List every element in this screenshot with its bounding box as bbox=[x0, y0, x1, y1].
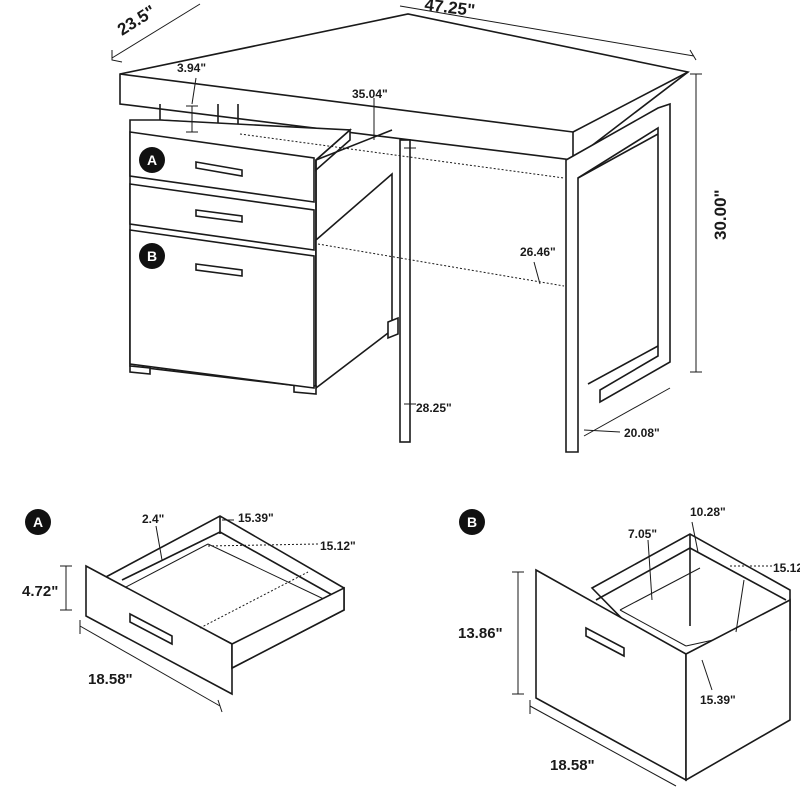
drawer-1-handle bbox=[195, 161, 243, 177]
drawer-b-depth-label: 15.12" bbox=[773, 561, 800, 575]
top-thickness-label: 3.94" bbox=[177, 61, 206, 75]
drawer-a-height-label: 4.72" bbox=[22, 583, 58, 600]
drawer-b-side-label: 7.05" bbox=[628, 527, 657, 541]
inner-width-label: 35.04" bbox=[352, 87, 388, 101]
drawer-a-front-width-label: 18.58" bbox=[88, 671, 133, 688]
svg-text:A: A bbox=[33, 514, 43, 530]
drawer-a-side-label: 2.4" bbox=[142, 512, 164, 526]
width-label: 47.25" bbox=[424, 0, 477, 20]
badge-b: B bbox=[459, 509, 485, 535]
drawer-a-inner-depth-label: 15.12" bbox=[320, 539, 356, 553]
drawer-a-back-width-label: 15.39" bbox=[238, 511, 274, 525]
badge-b-desk: B bbox=[139, 243, 165, 269]
desk-back-leg bbox=[399, 139, 411, 443]
drawer-b-handle bbox=[585, 626, 625, 658]
leg-depth-dimension-line bbox=[583, 387, 671, 437]
drawer-b-front-width-label: 18.58" bbox=[550, 757, 595, 774]
badge-a-desk: A bbox=[139, 147, 165, 173]
drawer-b-drawing: B 7.05" 10.28" 15.12" 13.86" 15.39" 18.5… bbox=[458, 505, 800, 787]
desk-right-leg bbox=[565, 102, 671, 453]
drawer-a-handle bbox=[129, 612, 173, 646]
height-label: 30.00" bbox=[711, 189, 730, 240]
desk-file-drawer bbox=[129, 229, 315, 389]
svg-text:B: B bbox=[147, 248, 157, 264]
svg-text:B: B bbox=[467, 514, 477, 530]
desk-top bbox=[119, 13, 690, 161]
depth-dimension-line bbox=[111, 3, 201, 59]
width-dimension-line bbox=[399, 5, 695, 57]
drawer-b-back-width-label: 10.28" bbox=[690, 505, 726, 519]
drawer-2-handle bbox=[195, 209, 243, 223]
badge-a: A bbox=[25, 509, 51, 535]
drawer-b-inner-width-label: 15.39" bbox=[700, 693, 736, 707]
clearance-height-label: 28.25" bbox=[416, 401, 452, 415]
file-drawer-handle bbox=[195, 263, 243, 277]
leg-depth-label: 20.08" bbox=[624, 426, 660, 440]
drawer-b-height-label: 13.86" bbox=[458, 625, 503, 642]
inner-depth-label: 26.46" bbox=[520, 245, 556, 259]
svg-text:A: A bbox=[147, 152, 157, 168]
drawer-a-drawing: A 2.4" 15.39" 15.12" 4.72" 18.58" bbox=[22, 509, 356, 713]
desk-drawing: 23.5" 47.25" 3.94" 35.04" 30.00" 26.46" … bbox=[111, 0, 730, 453]
